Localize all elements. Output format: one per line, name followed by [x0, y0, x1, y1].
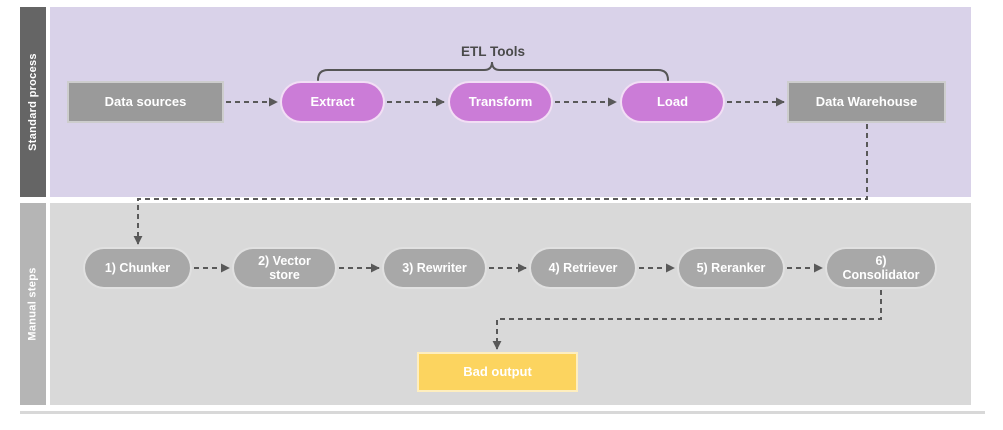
- node-data-sources: Data sources: [67, 81, 224, 123]
- node-load: Load: [620, 81, 725, 123]
- node-transform: Transform: [448, 81, 553, 123]
- bottom-divider-line: [20, 411, 985, 414]
- lane-standard-process-bar: Standard process: [20, 7, 46, 197]
- node-data-warehouse: Data Warehouse: [787, 81, 946, 123]
- node-rewriter: 3) Rewriter: [382, 247, 487, 289]
- node-consolidator: 6) Consolidator: [825, 247, 937, 289]
- edge-warehouse-chunker: [133, 124, 868, 245]
- lane-manual-steps-bar: Manual steps: [20, 203, 46, 405]
- node-chunker: 1) Chunker: [83, 247, 192, 289]
- node-retriever: 4) Retriever: [529, 247, 637, 289]
- etl-tools-brace: [317, 61, 669, 81]
- node-vector-store: 2) Vector store: [232, 247, 337, 289]
- etl-tools-caption: ETL Tools: [461, 44, 525, 59]
- node-extract: Extract: [280, 81, 385, 123]
- node-bad-output: Bad output: [417, 352, 578, 392]
- edge-consolidator-badoutput: [492, 290, 882, 350]
- node-reranker: 5) Reranker: [677, 247, 785, 289]
